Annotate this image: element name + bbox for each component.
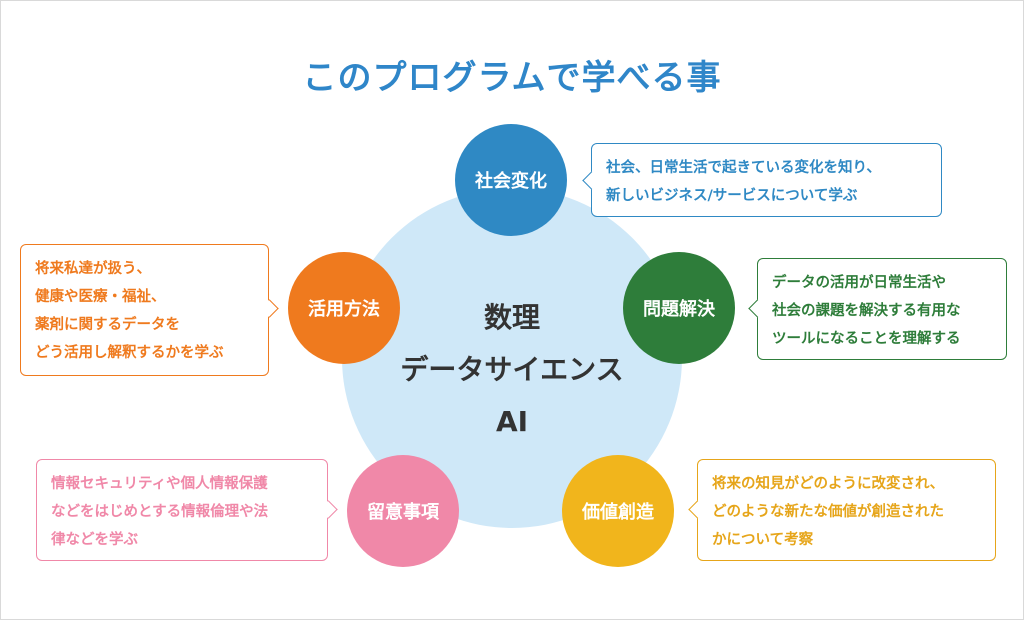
bubble-line: データの活用が日常生活や <box>772 275 946 291</box>
node-usage-method: 活用方法 <box>288 252 400 364</box>
bubble-line: 将来私達が扱う、 <box>35 261 151 277</box>
bubble-value-creation: 将来の知見がどのように改変され、 どのような新たな価値が創造された かについて考… <box>697 459 996 561</box>
bubble-line: 情報セキュリティや個人情報保護 <box>51 476 268 492</box>
bubble-line: かについて考察 <box>712 532 814 548</box>
bubble-line: 新しいビジネス/サービスについて学ぶ <box>606 188 858 204</box>
bubble-line: 社会の課題を解決する有用な <box>772 303 961 319</box>
center-label: 数理 データサイエンス AI <box>362 292 662 448</box>
bubble-line: などをはじめとする情報倫理や法 <box>51 504 269 520</box>
bubble-considerations: 情報セキュリティや個人情報保護 などをはじめとする情報倫理や法 律などを学ぶ <box>36 459 328 561</box>
node-problem-solving: 問題解決 <box>623 252 735 364</box>
node-value-creation: 価値創造 <box>562 455 674 567</box>
bubble-line: どのような新たな価値が創造された <box>712 504 944 520</box>
node-social-change-label: 社会変化 <box>475 171 547 192</box>
bubble-line: 健康や医療・福祉、 <box>35 289 166 305</box>
bubble-line: ツールになることを理解する <box>772 331 961 347</box>
bubble-line: 薬剤に関するデータを <box>35 317 180 333</box>
node-value-creation-label: 価値創造 <box>582 502 654 523</box>
bubble-social-change: 社会、日常生活で起きている変化を知り、 新しいビジネス/サービスについて学ぶ <box>591 143 942 217</box>
bubble-line: 将来の知見がどのように改変され、 <box>712 476 945 492</box>
node-usage-method-label: 活用方法 <box>308 299 380 320</box>
node-social-change: 社会変化 <box>455 124 567 236</box>
center-label-line1: 数理 <box>483 301 540 334</box>
bubble-usage-method: 将来私達が扱う、 健康や医療・福祉、 薬剤に関するデータを どう活用し解釈するか… <box>20 244 269 376</box>
node-considerations: 留意事項 <box>347 455 459 567</box>
center-label-line2: データサイエンス <box>400 353 624 386</box>
center-label-line3: AI <box>495 405 529 438</box>
node-considerations-label: 留意事項 <box>367 502 439 523</box>
bubble-line: どう活用し解釈するかを学ぶ <box>35 345 224 361</box>
page-title: このプログラムで学べる事 <box>302 58 722 98</box>
bubble-line: 社会、日常生活で起きている変化を知り、 <box>606 160 881 176</box>
bubble-line: 律などを学ぶ <box>51 532 138 548</box>
node-problem-solving-label: 問題解決 <box>643 299 715 320</box>
bubble-problem-solving: データの活用が日常生活や 社会の課題を解決する有用な ツールになることを理解する <box>757 258 1007 360</box>
